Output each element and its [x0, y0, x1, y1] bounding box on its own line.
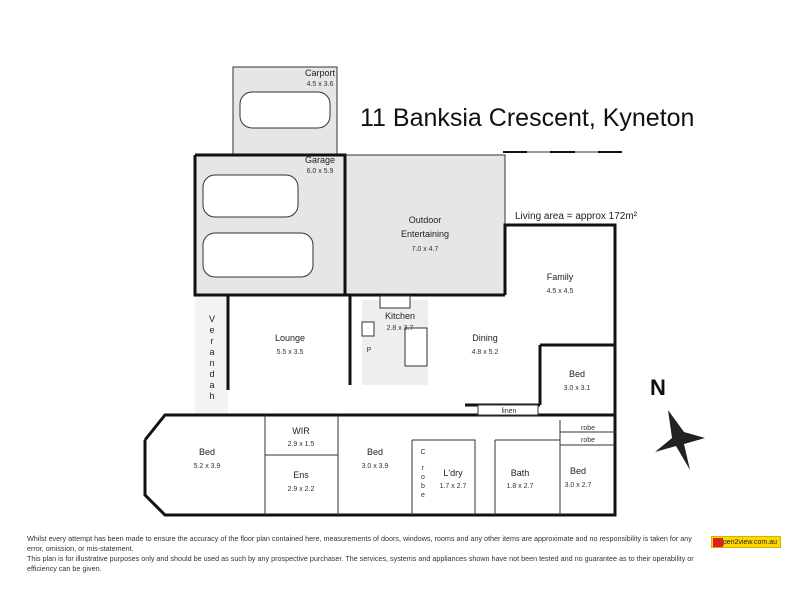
cooktop: [361, 321, 375, 337]
family-label: Family: [547, 272, 574, 282]
robe-label: robe: [581, 425, 595, 432]
bed-br-dims: 3.0 x 2.7: [565, 482, 592, 489]
garage-dims: 6.0 x 5.9: [307, 168, 334, 175]
verandah-label: V e r a n d a h: [209, 314, 215, 401]
page-title: 11 Banksia Crescent, Kyneton: [360, 104, 695, 132]
robe-label: robe: [581, 437, 595, 444]
pantry-label: P: [367, 347, 372, 354]
logo-text: open2view.com.au: [719, 539, 777, 546]
ens-dims: 2.9 x 2.2: [288, 486, 315, 493]
outdoor-label-2: Entertaining: [401, 229, 449, 239]
disclaimer-line-2: This plan is for illustrative purposes o…: [27, 554, 694, 573]
robe-vertical-label: r o b e: [421, 465, 425, 499]
svg-text:n: n: [209, 358, 214, 368]
svg-text:V: V: [209, 314, 215, 324]
disclaimer: Whilst every attempt has been made to en…: [27, 534, 707, 574]
svg-text:a: a: [209, 347, 214, 357]
bedroom-wing-walls: [143, 413, 617, 517]
disclaimer-line-1: Whilst every attempt has been made to en…: [27, 534, 692, 553]
svg-text:h: h: [209, 391, 214, 401]
north-label: N: [650, 375, 666, 400]
garage-label: Garage: [305, 155, 335, 165]
svg-text:r: r: [211, 336, 214, 346]
ens-label: Ens: [293, 470, 309, 480]
internal-walls: [264, 415, 615, 515]
kitchen-label: Kitchen: [385, 311, 415, 321]
bath-dims: 1.8 x 2.7: [507, 483, 534, 490]
wir-dims: 2.9 x 1.5: [288, 441, 315, 448]
verandah-area: [195, 295, 228, 415]
bed-mid-dims: 3.0 x 3.9: [362, 463, 389, 470]
family-walls: [228, 223, 617, 415]
bed-label: Bed: [569, 369, 585, 379]
carport-dims: 4.5 x 3.6: [307, 81, 334, 88]
linen-label: linen: [502, 408, 517, 415]
svg-text:e: e: [421, 492, 425, 499]
living-area: Living area = approx 172m²: [515, 211, 638, 222]
bed-master-dims: 5.2 x 3.9: [194, 463, 221, 470]
svg-text:r: r: [422, 465, 425, 472]
car-icon: [202, 174, 299, 218]
bath-label: Bath: [511, 468, 530, 478]
dining-dims: 4.8 x 5.2: [472, 349, 499, 356]
cupboard-label: C: [420, 449, 425, 456]
svg-text:b: b: [421, 483, 425, 490]
car-icon: [202, 232, 314, 278]
family-dims: 4.5 x 4.5: [547, 288, 574, 295]
bed-mid-label: Bed: [367, 447, 383, 457]
svg-text:d: d: [209, 369, 214, 379]
wir-label: WIR: [292, 426, 310, 436]
open2view-logo: open2view.com.au: [711, 536, 781, 548]
living-walls: [226, 295, 615, 407]
lounge-dims: 5.5 x 3.5: [277, 349, 304, 356]
car-icon: [239, 91, 331, 129]
outdoor-label: Outdoor: [409, 215, 442, 225]
outdoor-area: [345, 155, 505, 295]
lounge-label: Lounge: [275, 333, 305, 343]
laundry-label: L'dry: [443, 468, 463, 478]
svg-text:a: a: [209, 380, 214, 390]
sink: [379, 295, 411, 309]
linen-cupboard: [477, 404, 539, 416]
bed-master-label: Bed: [199, 447, 215, 457]
carport-label: Carport: [305, 68, 336, 78]
outdoor-dims: 7.0 x 4.7: [412, 246, 439, 253]
kitchen-island: [404, 327, 428, 367]
bed-dims: 3.0 x 3.1: [564, 385, 591, 392]
svg-text:o: o: [421, 474, 425, 481]
bed-br-label: Bed: [570, 466, 586, 476]
dining-label: Dining: [472, 333, 498, 343]
svg-text:e: e: [209, 325, 214, 335]
laundry-dims: 1.7 x 2.7: [440, 483, 467, 490]
compass-icon: N: [650, 375, 705, 470]
kitchen-dims: 2.8 x 3.7: [387, 325, 414, 332]
